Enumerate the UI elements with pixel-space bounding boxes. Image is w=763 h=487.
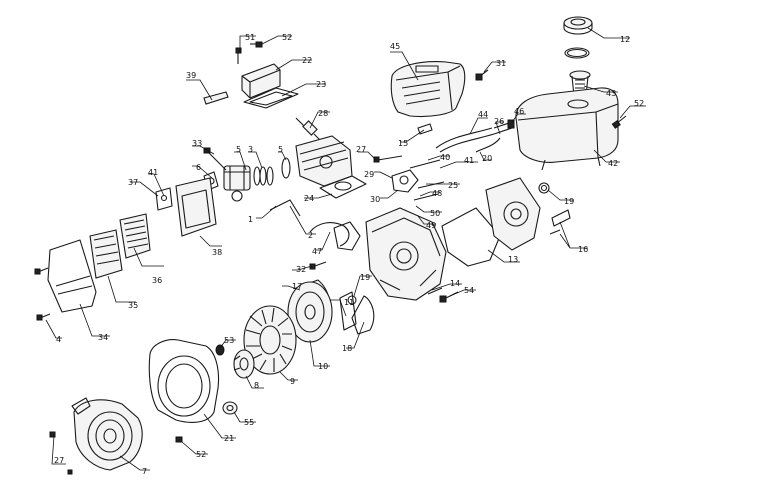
housing-plug-part xyxy=(222,401,238,415)
engine-shroud-part xyxy=(390,61,466,118)
callout-18: 18 xyxy=(342,344,352,353)
flywheel-nut-part xyxy=(215,344,225,356)
callout-19: 19 xyxy=(360,273,370,282)
callout-35: 35 xyxy=(128,301,138,310)
callout-34: 34 xyxy=(98,333,108,342)
fuel-line-part xyxy=(417,119,515,153)
callout-9: 9 xyxy=(290,377,295,386)
fuel-cap-part xyxy=(563,16,593,59)
leader-lines xyxy=(45,27,646,471)
callout-47: 47 xyxy=(312,247,322,256)
callout-5: 5 xyxy=(236,145,241,154)
callout-6: 6 xyxy=(196,163,201,172)
callout-36: 36 xyxy=(152,276,162,285)
callout-39: 39 xyxy=(186,71,196,80)
carburetor-part xyxy=(203,147,291,202)
callout-54: 54 xyxy=(464,286,474,295)
callout-1: 1 xyxy=(248,215,253,224)
callout-11: 11 xyxy=(344,298,354,307)
starter-cup-part xyxy=(233,349,255,379)
callout-26: 26 xyxy=(494,117,504,126)
callout-27: 27 xyxy=(54,456,64,465)
callout-17: 17 xyxy=(292,282,302,291)
callout-46: 46 xyxy=(514,107,524,116)
cooling-fan-part xyxy=(243,305,297,375)
callout-32: 32 xyxy=(296,265,306,274)
crankcase-cover-part xyxy=(441,177,541,267)
callout-29: 29 xyxy=(364,170,374,179)
callout-5: 5 xyxy=(278,145,283,154)
callout-51: 51 xyxy=(245,33,255,42)
callout-23: 23 xyxy=(316,80,326,89)
tank-bolt-part xyxy=(611,115,627,129)
callout-53: 53 xyxy=(224,336,234,345)
pushrod-pin-part xyxy=(203,91,229,105)
callout-7: 7 xyxy=(142,467,147,476)
callout-38: 38 xyxy=(212,248,222,257)
spark-plug-part xyxy=(295,117,321,141)
callout-13: 13 xyxy=(508,255,518,264)
oil-seal-part xyxy=(347,182,571,305)
callout-42: 42 xyxy=(608,159,618,168)
callout-50: 50 xyxy=(430,209,440,218)
callout-52: 52 xyxy=(282,33,292,42)
callout-49: 49 xyxy=(426,221,436,230)
fuel-tank-part xyxy=(515,87,619,171)
callout-16: 16 xyxy=(578,245,588,254)
callout-48: 48 xyxy=(432,189,442,198)
air-filter-assembly-part xyxy=(34,177,217,321)
callout-27: 27 xyxy=(356,145,366,154)
recoil-starter-part xyxy=(71,397,143,471)
callout-19: 19 xyxy=(564,197,574,206)
callout-30: 30 xyxy=(370,195,380,204)
callout-2: 2 xyxy=(308,231,313,240)
governor-rods-part xyxy=(269,199,361,251)
callout-37: 37 xyxy=(128,178,138,187)
callout-14: 14 xyxy=(450,279,460,288)
callout-43: 43 xyxy=(606,89,616,98)
callout-21: 21 xyxy=(224,434,234,443)
callout-20: 20 xyxy=(482,154,492,163)
governor-linkage-part xyxy=(373,155,445,201)
callout-41: 41 xyxy=(464,156,474,165)
callout-12: 12 xyxy=(620,35,630,44)
cylinder-head-part xyxy=(295,135,353,187)
callout-8: 8 xyxy=(254,381,259,390)
callout-24: 24 xyxy=(304,194,314,203)
shroud-bolt-part xyxy=(475,69,489,81)
starter-bolts-part xyxy=(49,431,183,475)
callout-44: 44 xyxy=(478,110,488,119)
callout-41: 41 xyxy=(148,168,158,177)
callout-4: 4 xyxy=(56,335,61,344)
callout-33: 33 xyxy=(192,139,202,148)
callout-52: 52 xyxy=(634,99,644,108)
callout-15: 15 xyxy=(398,139,408,148)
callout-40: 40 xyxy=(440,153,450,162)
callout-25: 25 xyxy=(448,181,458,190)
crankcase-part xyxy=(365,207,447,301)
callout-28: 28 xyxy=(318,109,328,118)
callout-45: 45 xyxy=(390,42,400,51)
callout-31: 31 xyxy=(496,59,506,68)
callout-52: 52 xyxy=(196,450,206,459)
callout-10: 10 xyxy=(318,362,328,371)
small-bolt-part xyxy=(309,261,327,270)
callout-55: 55 xyxy=(244,418,254,427)
valve-cover-bolts-part xyxy=(235,41,263,64)
callout-22: 22 xyxy=(302,56,312,65)
valve-cover-part xyxy=(241,63,299,109)
callout-3: 3 xyxy=(248,145,253,154)
fan-housing-part xyxy=(148,339,220,423)
